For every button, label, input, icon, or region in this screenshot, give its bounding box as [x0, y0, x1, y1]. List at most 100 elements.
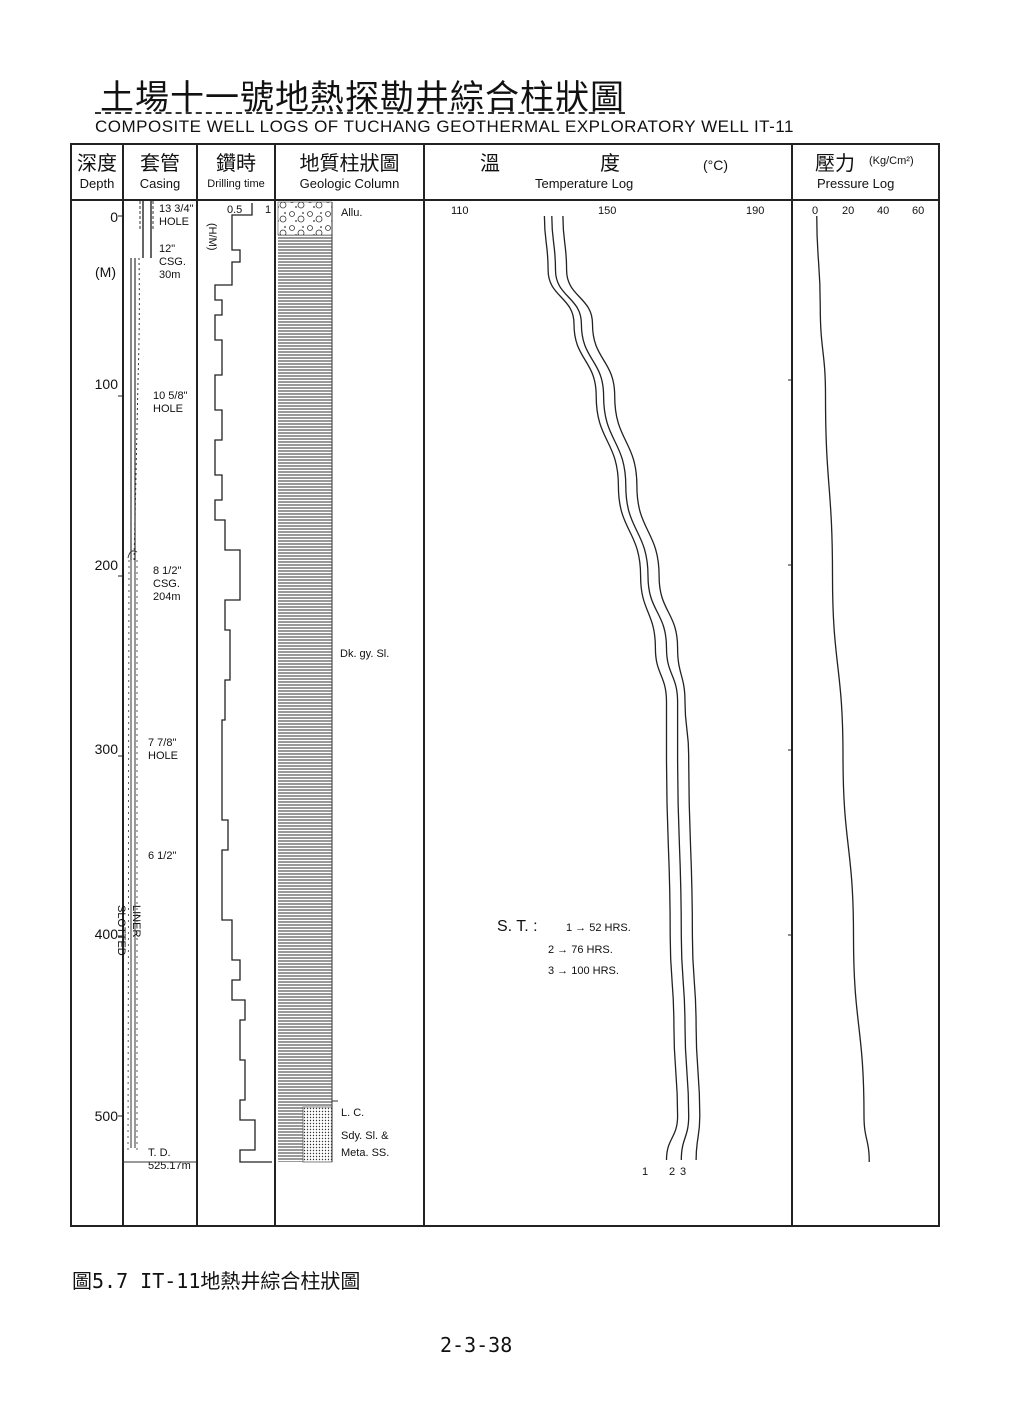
pressure-tick-0: 0: [812, 205, 819, 217]
geology-label-lc: L. C.: [341, 1107, 365, 1119]
depth-label-300: 300: [94, 741, 118, 757]
temperature-tick-110: 110: [451, 205, 469, 217]
header-drilling-en: Drilling time: [207, 178, 265, 190]
curve-label-1: 1: [642, 1166, 649, 1178]
casing-note-7-7-8-size: 7 7/8": [148, 737, 177, 749]
temperature-curve-2: [551, 215, 690, 1161]
header-temperature-zh-right: 度: [600, 151, 620, 175]
title-underline: [95, 112, 625, 114]
header-temperature-zh-left: 溫: [480, 151, 500, 175]
casing-schematic: [122, 201, 196, 1163]
header-pressure: 壓力 (Kg/Cm²) Pressure Log: [793, 147, 938, 197]
figure-caption: 圖5.7 IT-11地熱井綜合柱狀圖: [72, 1269, 361, 1293]
temperature-tick-190: 190: [746, 205, 765, 217]
geology-label-lower-b: Meta. SS.: [341, 1147, 390, 1159]
casing-note-td-label: T. D.: [148, 1147, 171, 1159]
casing-note-td: T. D. 525.17m: [148, 1147, 191, 1173]
depth-label-0: 0: [110, 209, 118, 225]
casing-12-csg: [142, 201, 152, 258]
depth-label-100: 100: [94, 376, 118, 392]
geology-lower-sandstone: [302, 1106, 333, 1163]
curve-label-2: 2: [669, 1166, 676, 1178]
temperature-curve-3: [562, 215, 701, 1161]
geology-dark-gray-slate: [278, 235, 332, 1107]
header-geologic-zh: 地質柱狀圖: [299, 151, 400, 175]
depth-label-200: 200: [94, 557, 118, 573]
header-pressure-en: Pressure Log: [817, 176, 895, 191]
header-temperature-unit: (°C): [703, 157, 729, 173]
geology-label-allu: Allu.: [341, 207, 363, 219]
depth-ticks: [118, 215, 124, 1117]
casing-8-1-2-shoe: [127, 550, 138, 559]
title-chinese: 土場十一號地熱探勘井綜合柱狀圖: [100, 78, 625, 118]
log-frame: [70, 143, 940, 1227]
header-pressure-zh: 壓力: [815, 151, 855, 175]
casing-note-12-type: CSG.: [159, 256, 186, 268]
depth-label-400: 400: [94, 926, 118, 942]
column-rule-geologic: [423, 143, 425, 1227]
curve-label-3: 3: [680, 1166, 687, 1178]
geologic-column: [277, 201, 338, 1163]
header-drilling: 鑽時 Drilling time: [198, 147, 274, 190]
casing-8-1-2-csg: [130, 258, 136, 560]
casing-note-8-1-2-size: 8 1/2": [153, 565, 182, 577]
title-english: COMPOSITE WELL LOGS OF TUCHANG GEOTHERMA…: [95, 117, 794, 136]
casing-note-12-depth: 30m: [159, 269, 181, 281]
column-rule-drilling: [274, 143, 276, 1227]
geology-lower-shale: [278, 1107, 303, 1162]
pressure-tick-60: 60: [912, 205, 925, 217]
page-number: 2-3-38: [440, 1333, 513, 1357]
casing-note-13-3-4-type: HOLE: [159, 216, 189, 228]
casing-note-13-3-4: 13 3/4" HOLE: [159, 203, 194, 229]
casing-note-8-1-2: 8 1/2" CSG. 204m: [153, 565, 181, 604]
casing-7-7-8-hole: [127, 559, 138, 1151]
header-casing-zh: 套管: [140, 151, 180, 175]
drilling-tick-1: 1: [265, 204, 272, 216]
casing-note-7-7-8: 7 7/8" HOLE: [148, 737, 178, 763]
casing-note-6-1-2-size: 6 1/2": [148, 850, 177, 862]
header-depth-en: Depth: [79, 176, 115, 191]
casing-note-8-1-2-type: CSG.: [153, 578, 180, 590]
temperature-tick-150: 150: [598, 205, 617, 217]
header-temperature-en: Temperature Log: [535, 176, 634, 191]
casing-note-6-1-2: 6 1/2": [148, 850, 176, 863]
shut-in-row-3: 3 → 100 HRS.: [548, 965, 619, 977]
casing-note-7-7-8-type: HOLE: [148, 750, 178, 762]
header-drilling-zh: 鑽時: [216, 151, 256, 175]
pressure-tick-20: 20: [842, 205, 855, 217]
column-rule-depth: [122, 143, 124, 1227]
temperature-curves: [543, 215, 793, 1161]
header-rule: [70, 199, 940, 201]
casing-note-10-5-8-size: 10 5/8": [153, 390, 188, 402]
drilling-tick-0-5: 0.5: [227, 204, 243, 216]
drilling-time-curve: [214, 203, 272, 1163]
header-depth-zh: 深度: [77, 151, 117, 175]
shut-in-row-1: 1 → 52 HRS.: [566, 922, 631, 934]
pressure-tick-40: 40: [877, 205, 890, 217]
geology-label-lower-a: Sdy. Sl. &: [341, 1130, 389, 1142]
temperature-curve-1: [543, 215, 679, 1161]
shut-in-row-2: 2 → 76 HRS.: [548, 944, 613, 956]
casing-note-td-depth: 525.17m: [148, 1160, 191, 1172]
casing-note-10-5-8-type: HOLE: [153, 403, 183, 415]
casing-10-5-8-hole: [133, 257, 140, 561]
header-geologic-en: Geologic Column: [299, 176, 400, 191]
header-temperature: 溫 度 (°C) Temperature Log: [425, 147, 791, 197]
column-rule-temperature: [791, 143, 793, 1227]
pressure-curve-line: [816, 215, 870, 1163]
depth-label-500: 500: [94, 1108, 118, 1124]
header-depth: 深度 Depth: [72, 147, 122, 191]
header-casing: 套管 Casing: [124, 147, 196, 191]
casing-note-12-size: 12": [159, 243, 176, 255]
casing-6-1-2-liner: [130, 560, 136, 1148]
casing-note-13-3-4-size: 13 3/4": [159, 203, 194, 215]
casing-note-10-5-8: 10 5/8" HOLE: [153, 390, 188, 416]
header-casing-en: Casing: [139, 176, 181, 191]
pressure-curve: [816, 215, 870, 1163]
geology-alluvium: [277, 201, 333, 236]
column-rule-casing: [196, 143, 198, 1227]
shut-in-prefix: S. T. :: [497, 918, 538, 935]
casing-note-12: 12" CSG. 30m: [159, 243, 186, 282]
casing-note-8-1-2-depth: 204m: [153, 591, 181, 603]
